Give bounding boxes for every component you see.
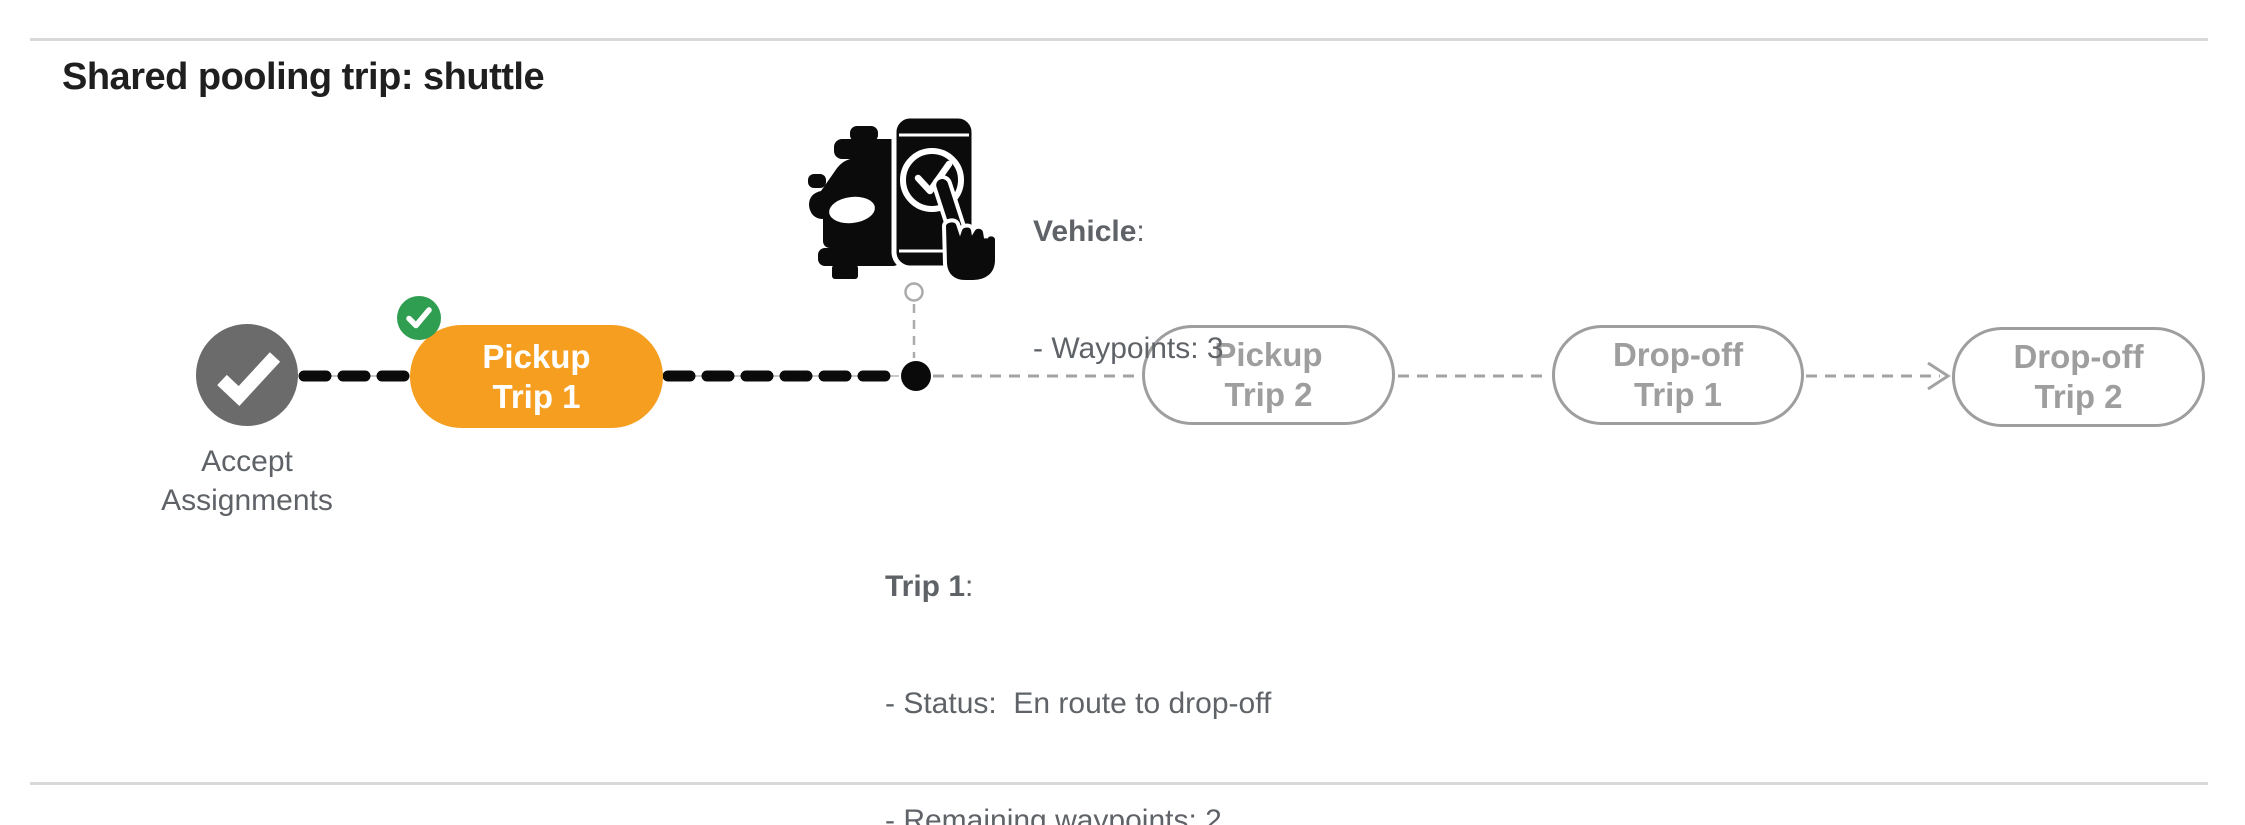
top-divider (30, 38, 2208, 41)
node-label-line1: Pickup (1214, 336, 1323, 373)
node-label-line2: Trip 2 (2034, 378, 2123, 415)
node-label-line2: Trip 1 (492, 377, 581, 415)
vehicle-marker-circle (904, 282, 924, 302)
completed-badge (397, 296, 441, 340)
node-label-line2: Trip 1 (1633, 376, 1723, 413)
vehicle-info-title: Vehicle: (1033, 212, 1224, 251)
check-icon (217, 352, 281, 406)
autonomous-car-phone-confirmation-icon (808, 113, 999, 284)
car-shape (808, 126, 900, 279)
check-icon (406, 307, 432, 329)
current-position-dot (901, 361, 931, 391)
vehicle-info-title-text: Vehicle (1033, 215, 1137, 248)
node-dropoff-trip-1: Drop-off Trip 1 (1552, 325, 1804, 425)
accept-assignments-node (196, 324, 298, 426)
node-dropoff-trip-2: Drop-off Trip 2 (1952, 327, 2205, 427)
trip1-remaining-line: - Remaining waypoints: 2 (885, 804, 1222, 825)
check-circle-icon (900, 148, 964, 212)
trip1-title: Trip 1: (885, 567, 1271, 606)
bottom-divider (30, 782, 2208, 785)
trip-status-info: Trip 1: - Status: En route to drop-off -… (885, 489, 1271, 825)
node-label-line2: Trip 2 (1224, 376, 1313, 413)
node-pickup-trip-1: Pickup Trip 1 (410, 325, 663, 428)
hand-pointer-shape (932, 175, 999, 284)
arrowhead-right-icon (1927, 361, 1951, 391)
trip1-title-colon: : (965, 570, 974, 603)
trip1-status-line: - Status: En route to drop-off (885, 687, 1272, 720)
accept-assignments-label: Accept Assignments (161, 445, 333, 517)
node-label-line1: Drop-off (1612, 336, 1744, 373)
vehicle-waypoints-line: - Waypoints: 3 (1033, 332, 1224, 365)
node-label-line1: Pickup (482, 337, 591, 375)
check-icon (914, 160, 953, 195)
node-label-line1: Drop-off (2013, 338, 2144, 375)
trip1-title-text: Trip 1 (885, 570, 966, 603)
node-pickup-trip-2: Pickup Trip 2 (1142, 325, 1395, 425)
page-title: Shared pooling trip: shuttle (62, 56, 545, 98)
vehicle-info-title-colon: : (1136, 215, 1145, 248)
vehicle-info: Vehicle: - Waypoints: 3 (1033, 134, 1224, 446)
